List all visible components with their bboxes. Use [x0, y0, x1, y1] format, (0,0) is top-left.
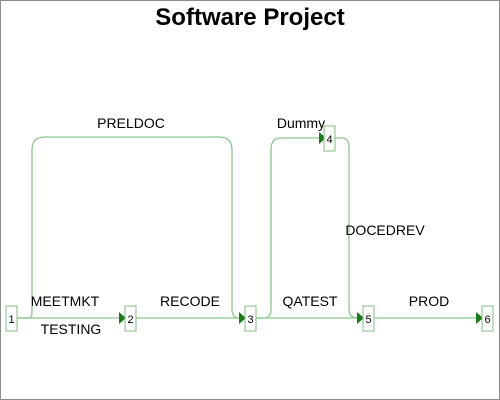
diagram-title: Software Project [155, 4, 344, 31]
node-2: 2 [124, 305, 137, 332]
arrowhead-node-6 [476, 312, 483, 324]
arrowhead-node-2 [119, 312, 126, 324]
node-5: 5 [362, 305, 375, 332]
event-nodes: 1 2 3 4 5 6 [5, 125, 494, 332]
node-3: 3 [244, 305, 257, 332]
activity-label-testing: TESTING [41, 321, 102, 337]
node-3-label: 3 [247, 314, 253, 326]
node-6-label: 6 [484, 314, 490, 326]
arrowheads [119, 132, 483, 324]
node-1-label: 1 [8, 314, 14, 326]
activity-label-prod: PROD [409, 293, 449, 309]
arrowhead-node-5 [357, 312, 364, 324]
node-6: 6 [481, 305, 494, 332]
edge-preldoc [16, 136, 240, 319]
activity-label-docedrev: DOCEDREV [345, 222, 425, 238]
edge-docedrev [335, 137, 358, 319]
activity-label-meetmkt: MEETMKT [31, 293, 100, 309]
arrowhead-node-4 [319, 132, 326, 144]
node-2-label: 2 [127, 314, 133, 326]
activity-labels: PRELDOC MEETMKT TESTING RECODE Dummy QAT… [31, 115, 449, 337]
node-1: 1 [5, 305, 18, 332]
node-4-label: 4 [326, 134, 332, 146]
activity-label-qatest: QATEST [283, 293, 338, 309]
arrowhead-node-3 [239, 312, 246, 324]
node-4: 4 [323, 125, 336, 152]
node-5-label: 5 [365, 314, 371, 326]
activity-label-dummy: Dummy [277, 115, 325, 131]
activity-edges [16, 136, 476, 319]
activity-label-preldoc: PRELDOC [97, 115, 165, 131]
activity-label-recode: RECODE [160, 293, 220, 309]
edge-dummy [256, 137, 319, 319]
